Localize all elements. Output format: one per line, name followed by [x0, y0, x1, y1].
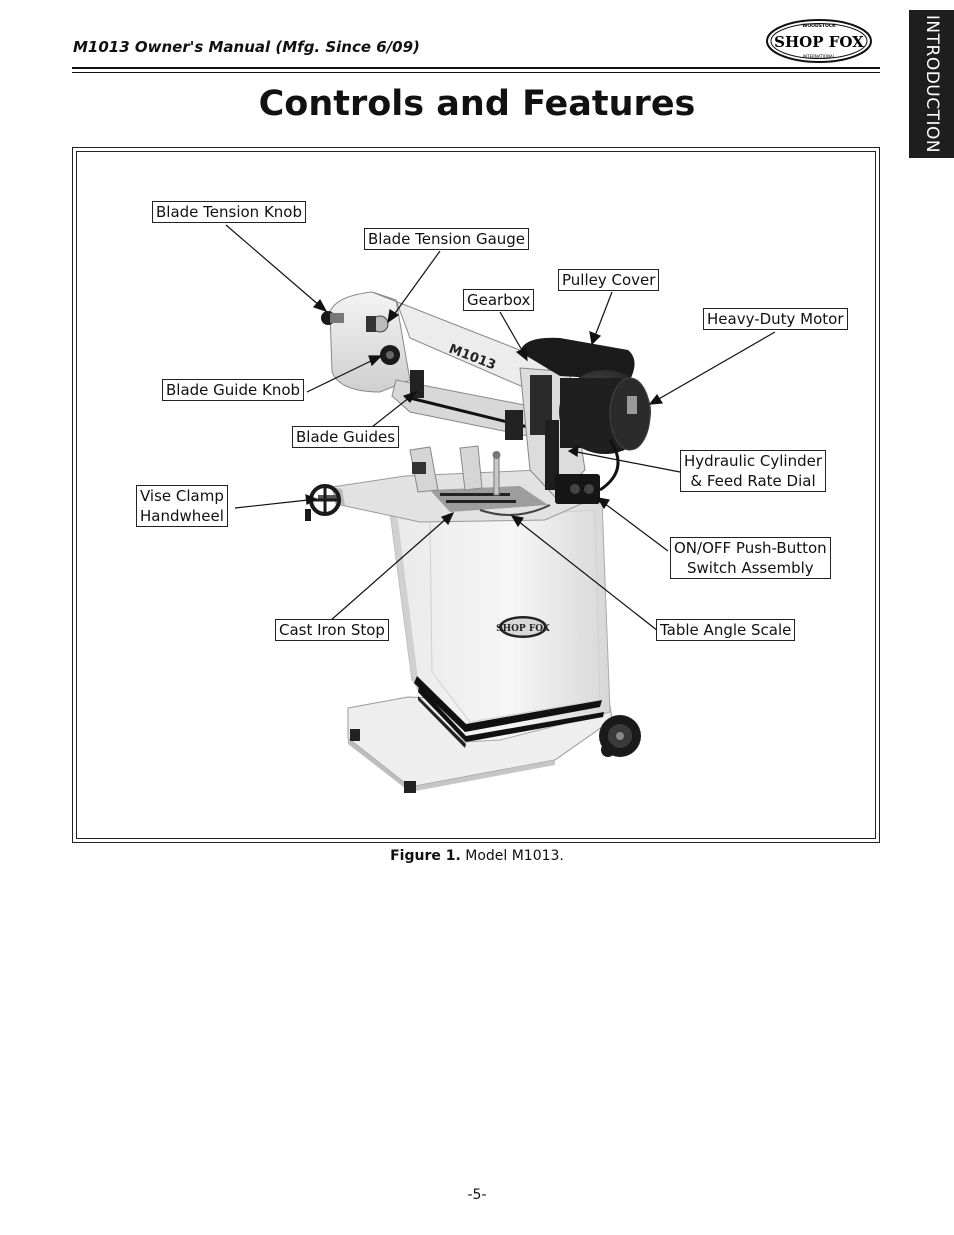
callout-gearbox: Gearbox: [463, 289, 535, 311]
vise-handwheel: [305, 484, 341, 521]
callout-on-off-line2: Switch Assembly: [686, 559, 814, 577]
logo-top-text: WOODSTOCK: [802, 23, 836, 29]
callout-on-off-switch: ON/OFF Push-Button Switch Assembly: [670, 537, 831, 579]
shop-fox-logo: WOODSTOCK SHOP FOX INTERNATIONAL: [766, 19, 872, 63]
manual-title: M1013 Owner's Manual (Mfg. Since 6/09): [73, 38, 420, 56]
callout-heavy-duty-motor: Heavy-Duty Motor: [703, 308, 848, 330]
callout-vise-clamp-line2: Handwheel: [140, 507, 224, 525]
callout-blade-guides: Blade Guides: [292, 426, 400, 448]
callout-hydraulic-cylinder-line1: Hydraulic Cylinder: [684, 452, 823, 470]
header-rule: [72, 67, 880, 69]
callout-vise-clamp-line1: Vise Clamp: [140, 487, 224, 505]
section-tab: INTRODUCTION: [909, 10, 954, 158]
figure-caption-label: Figure 1.: [390, 848, 461, 864]
logo-text: SHOP FOX: [774, 33, 864, 51]
page-title: Controls and Features: [258, 84, 696, 124]
motor-assembly: [520, 337, 651, 504]
callout-blade-tension-gauge: Blade Tension Gauge: [364, 228, 530, 250]
wheel: [599, 715, 641, 757]
callout-table-angle-scale: Table Angle Scale: [656, 619, 796, 641]
page-number: -5-: [467, 1187, 487, 1203]
cabinet-stand: SHOP FOX: [389, 499, 611, 748]
logo-bottom-text: INTERNATIONAL: [803, 54, 836, 59]
callout-cast-iron-stop: Cast Iron Stop: [275, 619, 389, 641]
header-rule-thin: [72, 72, 880, 73]
callout-vise-clamp-handwheel: Vise Clamp Handwheel: [136, 485, 228, 527]
leader-lines: [225, 224, 776, 632]
callout-on-off-line1: ON/OFF Push-Button: [674, 539, 827, 557]
callout-pulley-cover: Pulley Cover: [558, 269, 660, 291]
figure-frame: [72, 147, 880, 843]
figure-caption: Figure 1. Model M1013.: [0, 848, 954, 864]
callout-blade-tension-knob: Blade Tension Knob: [152, 201, 306, 223]
figure-caption-text: Model M1013.: [465, 848, 564, 864]
saw-bow-arm: M1013: [321, 291, 586, 499]
machine-logo: SHOP FOX: [496, 624, 550, 634]
callout-blade-guide-knob: Blade Guide Knob: [162, 379, 305, 401]
vise-table: [318, 445, 591, 523]
callout-hydraulic-cylinder-line2: & Feed Rate Dial: [690, 472, 816, 490]
figure-frame-inner: [76, 151, 876, 839]
callout-hydraulic-cylinder: Hydraulic Cylinder & Feed Rate Dial: [680, 450, 827, 492]
